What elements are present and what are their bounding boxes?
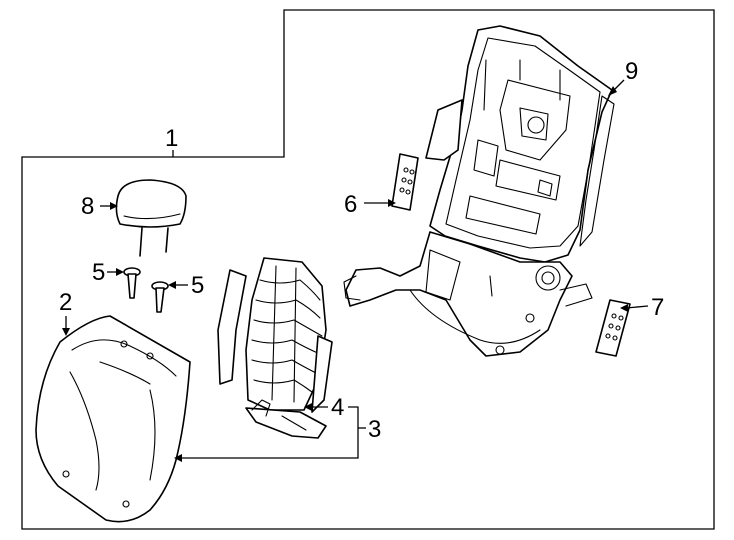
callout-1: 1	[165, 125, 178, 152]
seat-back-pad	[217, 257, 333, 413]
headrest-guide-left	[123, 267, 141, 299]
seat-back-cover	[35, 315, 191, 523]
callout-7: 7	[651, 294, 664, 321]
seat-back-frame	[343, 25, 615, 357]
callout-5-right: 5	[191, 272, 204, 299]
callout-5-left: 5	[92, 259, 105, 286]
callout-2: 2	[59, 289, 72, 316]
callout-8: 8	[81, 193, 94, 220]
callout-3: 3	[368, 416, 381, 443]
callout-9: 9	[625, 58, 638, 85]
lower-bracket	[245, 399, 327, 439]
assembly-boundary	[21, 9, 715, 530]
switch-pad-right	[595, 299, 631, 357]
callout-6: 6	[344, 191, 357, 218]
leader-lines	[62, 79, 649, 462]
switch-pad-left	[391, 153, 419, 211]
headrest-guide-right	[151, 281, 169, 313]
headrest	[115, 179, 187, 257]
callout-4: 4	[331, 394, 344, 421]
